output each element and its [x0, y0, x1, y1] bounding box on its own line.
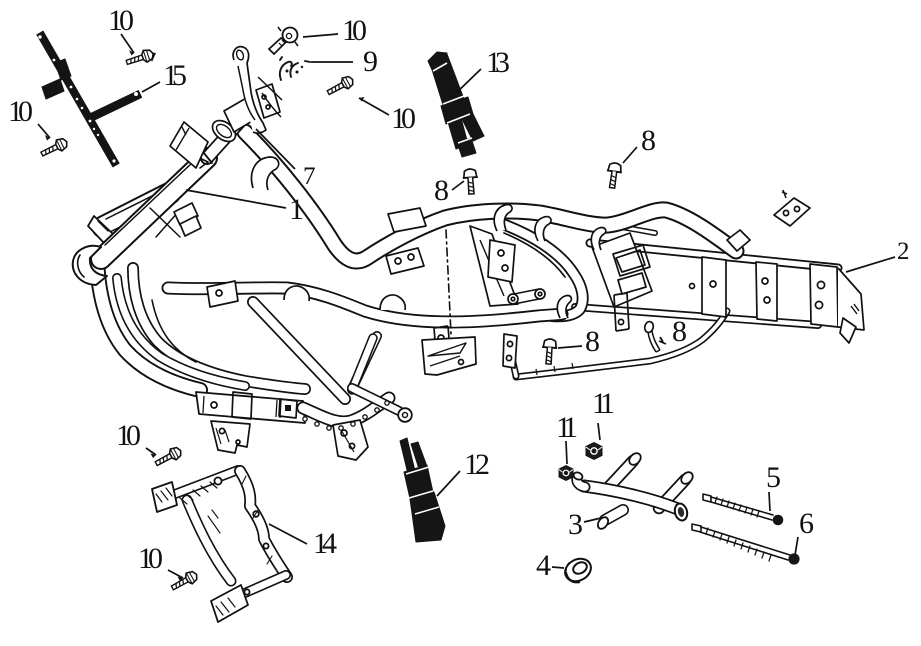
- svg-text:8: 8: [672, 315, 687, 348]
- svg-text:10: 10: [342, 14, 367, 47]
- svg-text:5: 5: [766, 461, 781, 494]
- svg-text:9: 9: [363, 45, 378, 78]
- svg-text:2: 2: [897, 238, 910, 265]
- svg-text:10: 10: [138, 542, 163, 575]
- svg-text:13: 13: [486, 46, 510, 79]
- svg-text:10: 10: [108, 4, 134, 37]
- svg-text:10: 10: [116, 419, 141, 452]
- svg-text:12: 12: [464, 448, 490, 481]
- svg-text:8: 8: [434, 174, 449, 207]
- svg-text:1: 1: [289, 193, 304, 226]
- svg-text:10: 10: [391, 102, 416, 135]
- svg-text:6: 6: [799, 507, 814, 540]
- svg-text:8: 8: [641, 124, 656, 157]
- svg-text:11: 11: [592, 387, 615, 420]
- svg-text:11: 11: [556, 411, 578, 444]
- svg-text:4: 4: [536, 549, 551, 582]
- svg-text:14: 14: [313, 527, 337, 560]
- svg-text:3: 3: [568, 508, 583, 541]
- svg-text:10: 10: [8, 95, 33, 128]
- svg-text:15: 15: [163, 59, 187, 92]
- svg-text:7: 7: [303, 163, 316, 190]
- svg-text:8: 8: [585, 325, 600, 358]
